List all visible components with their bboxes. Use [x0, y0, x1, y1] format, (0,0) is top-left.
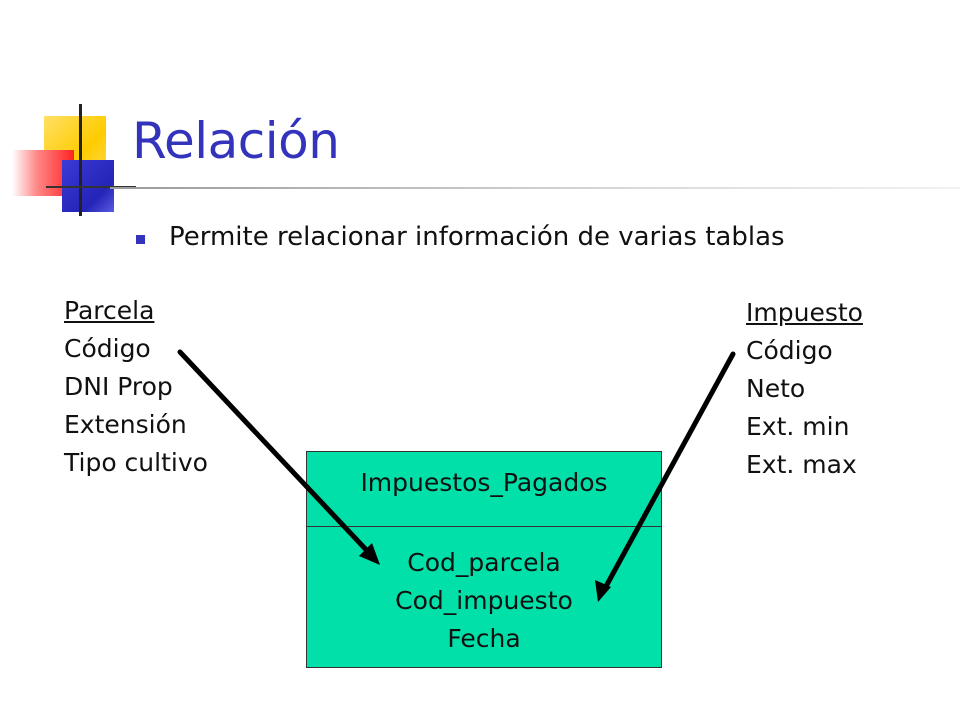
relation-field: Fecha — [447, 624, 521, 653]
entity-parcela-field: Extensión — [64, 410, 187, 439]
entity-impuesto-field: Ext. min — [746, 412, 850, 441]
entity-parcela-field: Tipo cultivo — [64, 448, 208, 477]
relation-field: Cod_impuesto — [395, 586, 573, 615]
relation-divider — [307, 526, 661, 527]
relation-name: Impuestos_Pagados — [360, 468, 608, 497]
entity-parcela: Parcela Código DNI Prop Extensión Tipo c… — [64, 292, 208, 482]
entity-parcela-name: Parcela — [64, 296, 155, 325]
entity-parcela-field: Código — [64, 334, 151, 363]
relation-fields: Cod_parcela Cod_impuesto Fecha — [307, 544, 661, 658]
relation-impuestos-pagados-box: Impuestos_Pagados Cod_parcela Cod_impues… — [306, 451, 662, 668]
slide-logo-decoration — [0, 0, 140, 230]
title-underline-rule — [110, 187, 960, 189]
bullet-text: Permite relacionar información de varias… — [169, 222, 785, 252]
relation-field: Cod_parcela — [407, 548, 561, 577]
entity-impuesto-field: Ext. max — [746, 450, 857, 479]
entity-impuesto: Impuesto Código Neto Ext. min Ext. max — [746, 294, 863, 484]
entity-impuesto-field: Neto — [746, 374, 806, 403]
bullet-item: Permite relacionar información de varias… — [136, 222, 785, 252]
entity-impuesto-name: Impuesto — [746, 298, 863, 327]
logo-horizontal-line — [46, 186, 136, 188]
entity-parcela-field: DNI Prop — [64, 372, 173, 401]
slide-title: Relación — [132, 112, 340, 170]
bullet-square-icon — [136, 234, 145, 244]
entity-impuesto-field: Código — [746, 336, 833, 365]
logo-vertical-line — [79, 104, 82, 216]
